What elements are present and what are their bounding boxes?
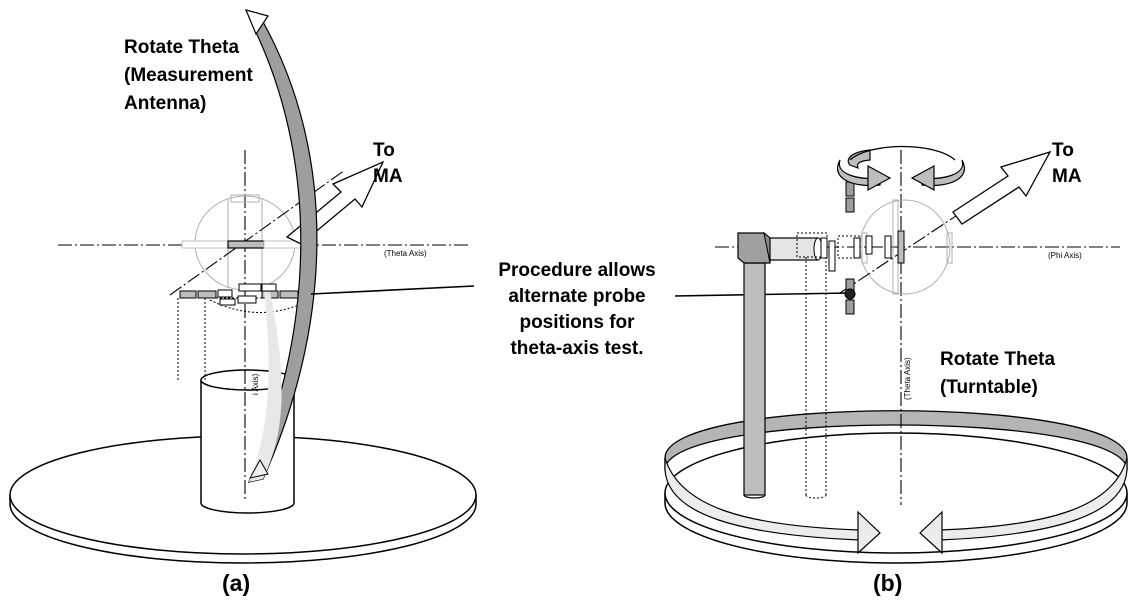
rotate-label-a-line3: Antenna) (124, 93, 206, 114)
to-ma-label-a-line2: MA (373, 166, 403, 187)
ring-arrow-right (857, 510, 881, 555)
phi-axis-label-b: (Phi Axis) (1048, 251, 1082, 260)
probe-block-b4 (845, 299, 855, 315)
turntable-b (664, 432, 1128, 564)
callout-line-2: alternate probe (508, 286, 645, 307)
vertical-axis-label-b: (Theta Axis) (903, 357, 912, 400)
probe-block-b1 (845, 181, 855, 197)
probe-block-a2 (197, 290, 217, 299)
callout-line-1: Procedure allows (498, 260, 655, 281)
phi-rotation-arrows (837, 146, 965, 192)
probe-mast-b (737, 231, 823, 499)
callout: Procedure allows alternate probe positio… (310, 260, 850, 359)
probe-center-a (227, 240, 265, 249)
rotate-label-b-line1: Rotate Theta (940, 349, 1056, 370)
callout-line-4: theta-axis test. (510, 338, 643, 359)
rotate-label-a-line1: Rotate Theta (124, 37, 240, 58)
rotate-label-b-line2: (Turntable) (940, 377, 1038, 398)
caption-a: (a) (222, 570, 250, 596)
probe-ghost-a (181, 240, 229, 249)
probe-block-a1 (179, 290, 197, 299)
probe-block-b2 (845, 197, 855, 213)
probe-center-b (897, 230, 905, 264)
to-ma-label-b-line1: To (1052, 140, 1074, 161)
theta-axis-label-a: (Theta Axis) (384, 249, 427, 258)
diagonal-axis-b (839, 179, 1011, 294)
to-ma-label-b-line2: MA (1052, 166, 1082, 187)
to-ma-arrow-b (952, 150, 1052, 225)
rotate-label-a-line2: (Measurement (124, 65, 253, 86)
theta-rotation-arc-a (244, 9, 318, 483)
panel-b: (Theta Axis) (Phi Axis) (664, 140, 1128, 596)
diagonal-axis-a (169, 169, 346, 296)
to-ma-label-a-line1: To (373, 140, 395, 161)
probe-marker-b (844, 288, 856, 300)
probe-block-a3 (217, 289, 233, 298)
vertical-axis-label-a: i Axis) (251, 373, 260, 395)
ring-arrow-left (919, 510, 943, 555)
panel-a: i Axis) (Theta Axis) To (9, 9, 477, 596)
callout-leader-a (310, 285, 475, 295)
callout-line-3: positions for (519, 312, 635, 333)
caption-b: (b) (873, 570, 902, 596)
mast-arm-b (769, 237, 819, 261)
